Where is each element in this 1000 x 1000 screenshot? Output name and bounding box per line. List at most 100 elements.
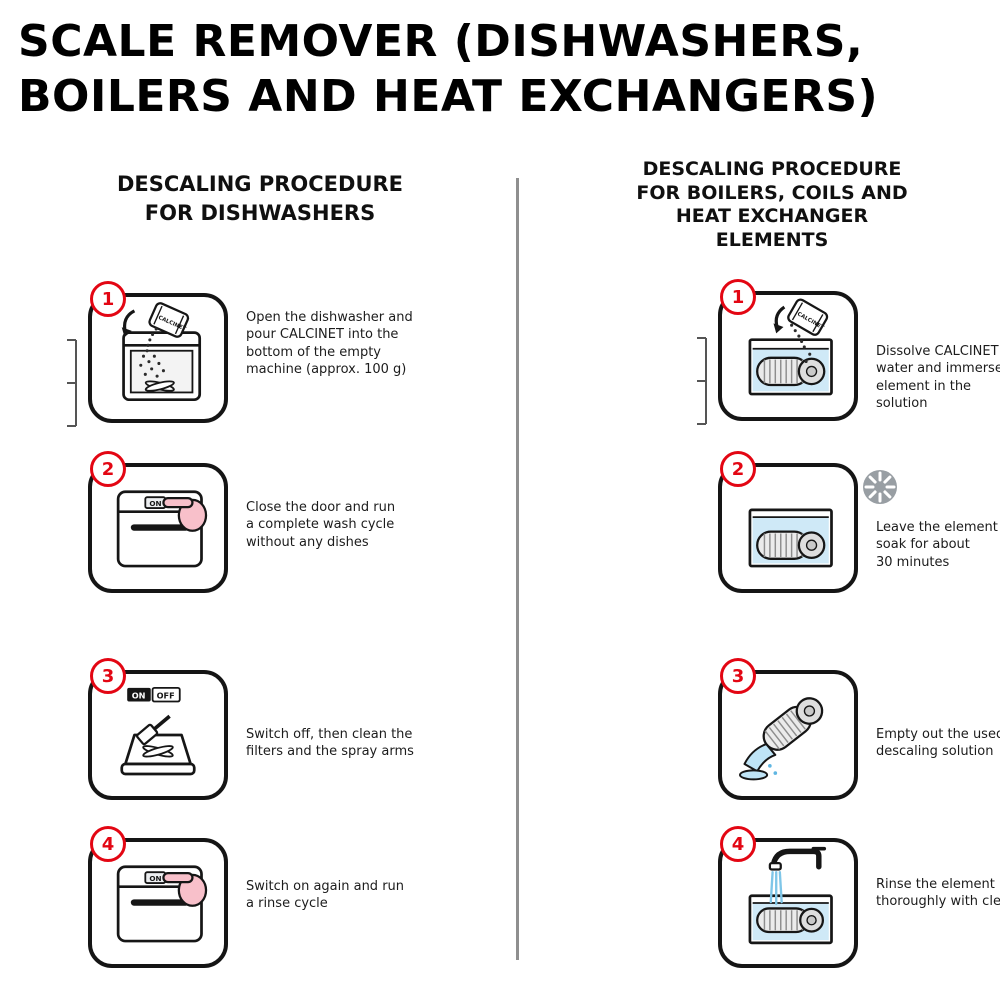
left-header-line: DESCALING PROCEDURE bbox=[116, 172, 404, 196]
pour-stream-dots bbox=[145, 327, 158, 353]
left-header-line: FOR DISHWASHERS bbox=[144, 201, 376, 226]
step-caption: Switch on again and run a rinse cycle bbox=[246, 878, 404, 913]
step-illustration: ON bbox=[88, 838, 228, 968]
right-header-line: FOR BOILERS, COILS AND bbox=[636, 181, 908, 204]
step: 3 Em bbox=[718, 658, 1000, 820]
heating-element-icon bbox=[762, 697, 824, 751]
tank-icon bbox=[748, 894, 833, 945]
caption-line: 30 minutes bbox=[876, 554, 950, 570]
caption-line: Dissolve CALCINET in bbox=[876, 344, 1000, 359]
clock-icon bbox=[863, 470, 897, 504]
caption-line: Empty out the used bbox=[876, 727, 1000, 742]
step-caption: Dissolve CALCINET in water and immerse t… bbox=[876, 343, 1000, 413]
step-caption: Empty out the used descaling solution bbox=[876, 726, 1000, 761]
caption-line: without any dishes bbox=[246, 534, 369, 550]
pour-stream-dots bbox=[790, 323, 812, 363]
step-number-badge: 2 bbox=[720, 451, 756, 487]
level-marks bbox=[697, 337, 707, 425]
heating-element-icon bbox=[756, 530, 826, 560]
right-header-line: HEAT EXCHANGER bbox=[675, 205, 869, 228]
step-caption: Rinse the element thoroughly with clean … bbox=[876, 876, 1000, 911]
title-line-2: BOILERS AND HEAT EXCHANGERS) bbox=[18, 71, 879, 122]
dishwasher-on-icon: ON bbox=[116, 865, 208, 943]
step-number-badge: 3 bbox=[720, 658, 756, 694]
step-caption: Close the door and run a complete wash c… bbox=[246, 499, 395, 551]
tank-icon bbox=[748, 508, 833, 568]
column-divider bbox=[516, 178, 519, 960]
water-stream bbox=[769, 871, 783, 906]
step: 4 bbox=[718, 826, 1000, 988]
step-number-badge: 4 bbox=[720, 826, 756, 862]
svg-text:ON: ON bbox=[149, 874, 161, 883]
caption-line: element in the bbox=[876, 378, 972, 394]
caption-line: machine (approx. 100 g) bbox=[246, 362, 407, 378]
step-illustration bbox=[718, 463, 858, 593]
caption-line: a rinse cycle bbox=[246, 896, 328, 912]
tank-pour-icon: CALCINET bbox=[748, 298, 833, 396]
step-number-badge: 4 bbox=[90, 826, 126, 862]
step: 4 ON Switch on again and run a rinse cyc… bbox=[88, 826, 518, 988]
right-header-line: DESCALING PROCEDURE bbox=[642, 158, 902, 180]
spray-arm-icon bbox=[144, 380, 175, 392]
arrow-head bbox=[121, 327, 132, 338]
heating-element-icon bbox=[756, 907, 825, 934]
step: 2 bbox=[718, 451, 1000, 613]
caption-line: soak for about bbox=[876, 537, 970, 553]
title-line-1: SCALE REMOVER (DISHWASHERS, bbox=[18, 16, 864, 67]
splash bbox=[738, 769, 769, 781]
step-number-badge: 1 bbox=[720, 279, 756, 315]
left-column-header: DESCALING PROCEDURE FOR DISHWASHERS bbox=[100, 170, 420, 229]
faucet-icon bbox=[768, 846, 827, 871]
caption-line: Close the door and run bbox=[246, 500, 396, 515]
dishwasher-pour-icon: CALCINET bbox=[121, 302, 202, 402]
caption-line: descaling solution bbox=[876, 744, 994, 760]
hand-icon bbox=[162, 496, 208, 532]
on-label bbox=[127, 687, 151, 702]
step: 3 ON OFF Switch off, then clean t bbox=[88, 658, 518, 820]
tank-icon bbox=[748, 338, 833, 396]
right-column-header: DESCALING PROCEDURE FOR BOILERS, COILS A… bbox=[602, 158, 942, 252]
step: 2 ON Close the door and run a complete w… bbox=[88, 451, 518, 613]
caption-line: thoroughly with clean water bbox=[876, 894, 1000, 910]
caption-line: Rinse the element bbox=[876, 877, 995, 892]
pour-arrow-icon bbox=[774, 305, 786, 328]
spray-arm-icon bbox=[142, 745, 174, 758]
powder-dots bbox=[139, 354, 165, 378]
empty-element-icon bbox=[738, 697, 824, 781]
step-number-badge: 3 bbox=[90, 658, 126, 694]
rinse-tank-icon bbox=[748, 846, 833, 945]
step: 1 bbox=[697, 279, 1000, 441]
caption-line: a complete wash cycle bbox=[246, 517, 395, 533]
caption-line: solution bbox=[876, 396, 928, 412]
tank-soak-icon bbox=[748, 508, 833, 568]
caption-line: filters and the spray arms bbox=[246, 744, 414, 760]
caption-line: pour CALCINET into the bbox=[246, 327, 399, 343]
calcinet-jar-icon: CALCINET bbox=[787, 298, 829, 336]
step: 1 bbox=[67, 281, 518, 443]
heating-element-icon bbox=[756, 356, 826, 387]
caption-line: Open the dishwasher and bbox=[246, 310, 413, 325]
step-number-badge: 1 bbox=[90, 281, 126, 317]
svg-text:ON: ON bbox=[132, 690, 146, 700]
caption-line: bottom of the empty bbox=[246, 344, 381, 360]
step-caption: Leave the element to soak for about 30 m… bbox=[876, 519, 1000, 571]
svg-text:ON: ON bbox=[149, 499, 161, 508]
calcinet-jar-icon: CALCINET bbox=[148, 302, 190, 338]
svg-text:OFF: OFF bbox=[157, 690, 175, 700]
level-marks bbox=[67, 339, 77, 427]
hammer-icon bbox=[135, 714, 171, 746]
step-caption: Open the dishwasher and pour CALCINET in… bbox=[246, 309, 413, 379]
right-header-line: ELEMENTS bbox=[715, 228, 829, 251]
step-illustration bbox=[718, 838, 858, 968]
caption-line: Switch off, then clean the bbox=[246, 727, 413, 742]
step-number-badge: 2 bbox=[90, 451, 126, 487]
hand-icon bbox=[162, 871, 208, 907]
caption-line: Switch on again and run bbox=[246, 879, 405, 894]
off-label bbox=[151, 686, 181, 703]
arrow-head bbox=[773, 323, 784, 334]
caption-line: Leave the element to bbox=[876, 520, 1000, 535]
dishwasher-clean-icon: ON OFF bbox=[120, 686, 196, 776]
page-title: SCALE REMOVER (DISHWASHERS, BOILERS AND … bbox=[18, 14, 878, 124]
caption-line: water and immerse the bbox=[876, 361, 1000, 377]
